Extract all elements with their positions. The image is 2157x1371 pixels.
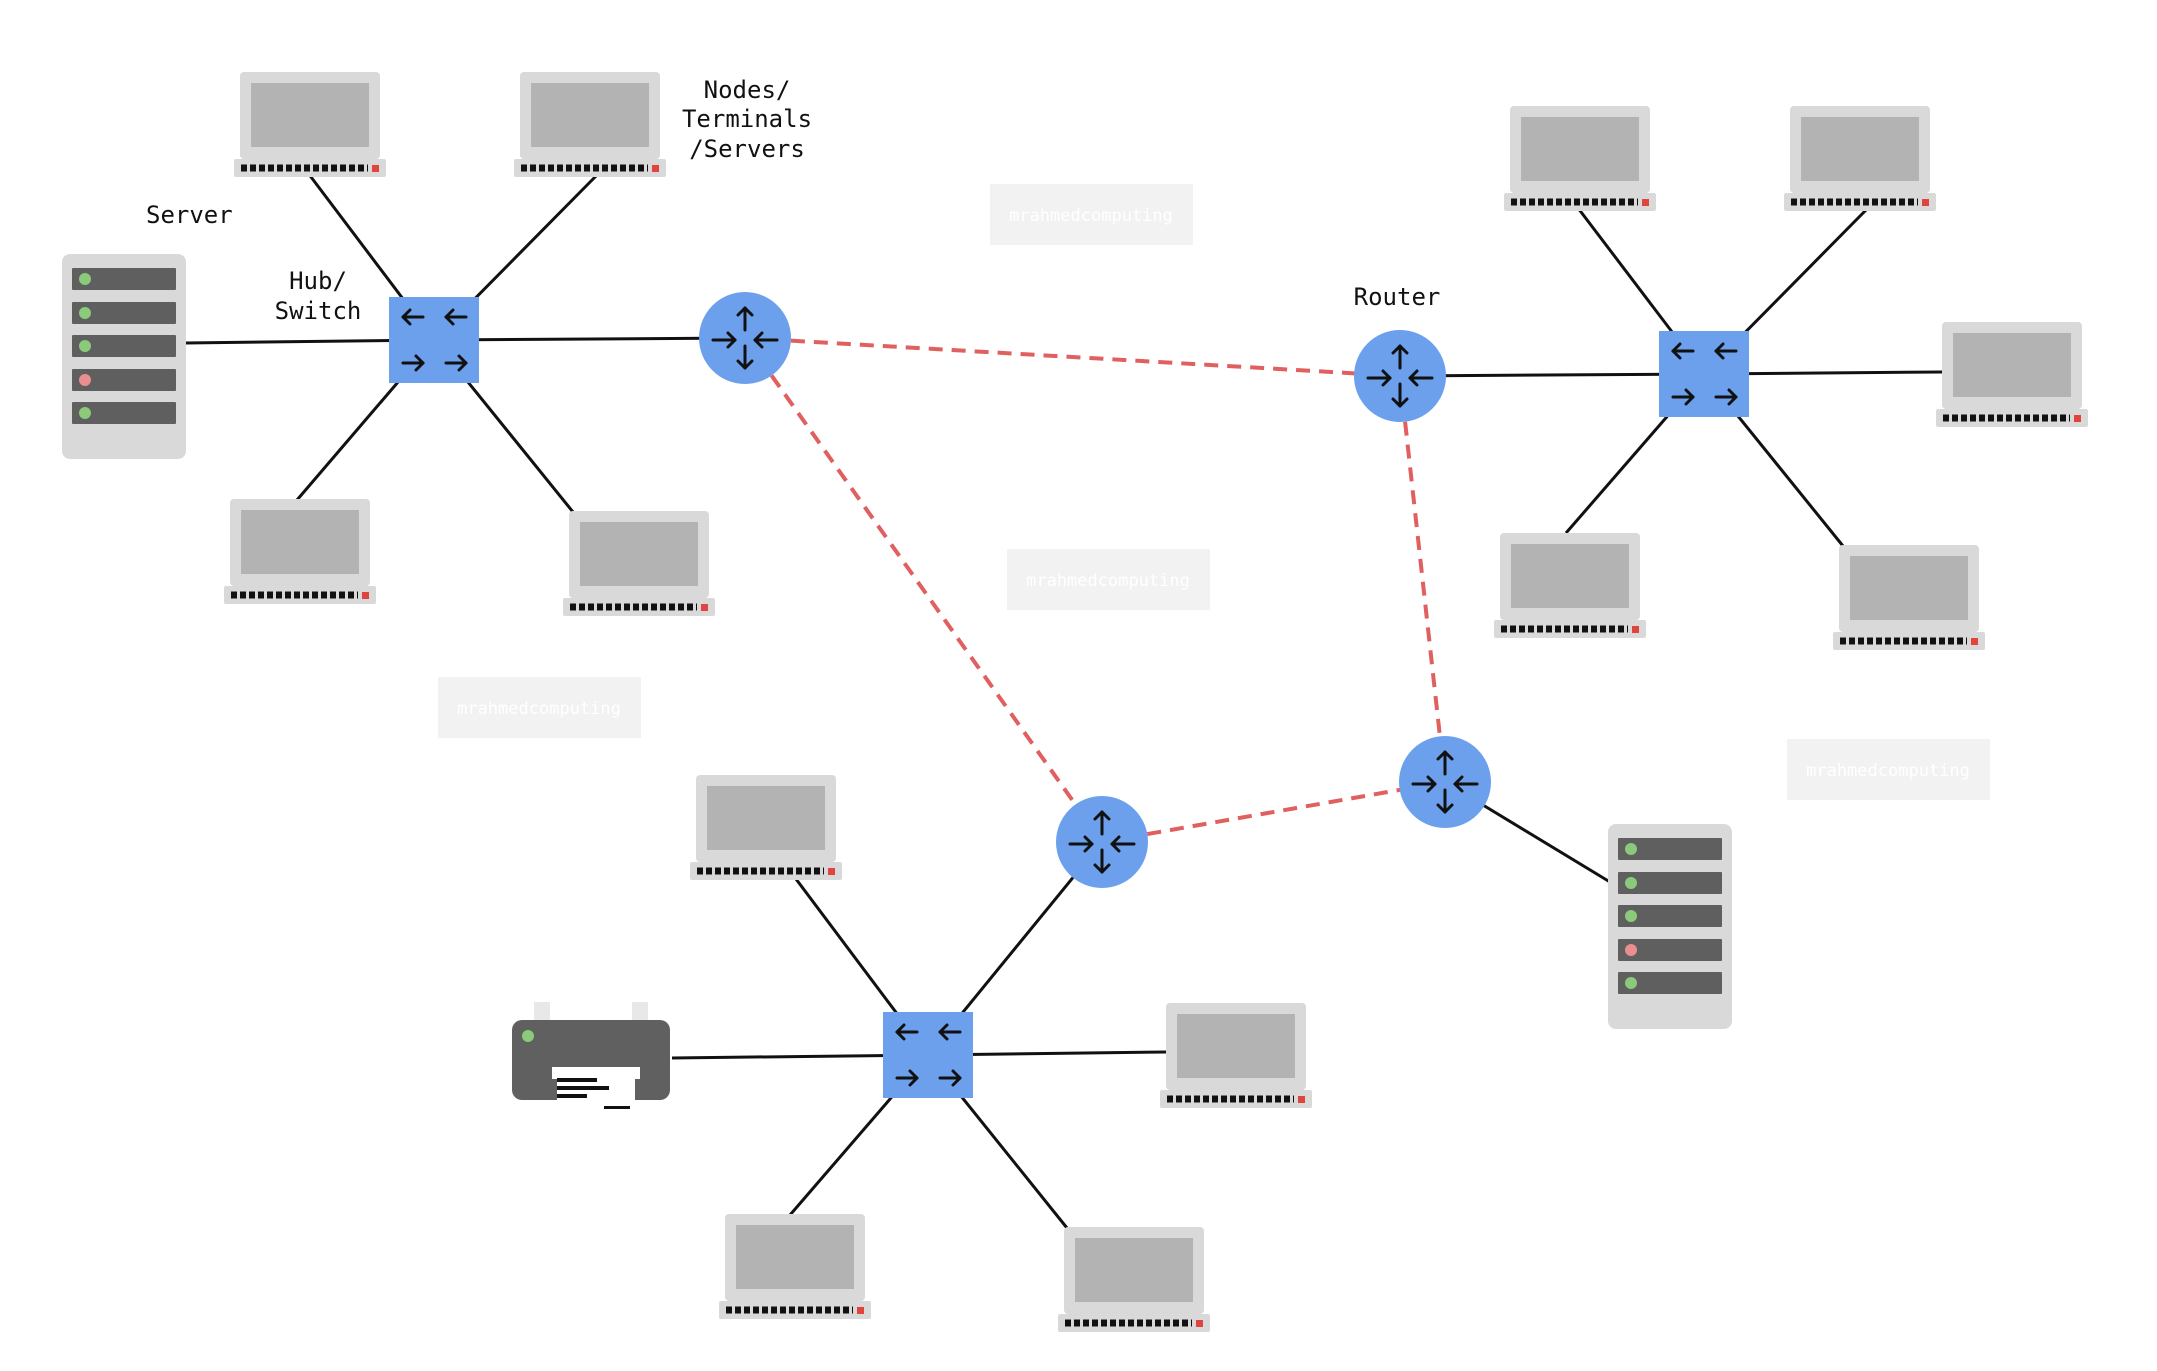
server-label: Server bbox=[146, 201, 233, 229]
laptop-icon bbox=[1784, 106, 1936, 211]
watermark-1: mrahmedcomputing bbox=[990, 184, 1193, 245]
router-icon bbox=[697, 290, 793, 386]
link-sw1-router1 bbox=[433, 336, 746, 342]
laptop-icon bbox=[1833, 545, 1985, 650]
laptop-icon bbox=[234, 72, 386, 177]
server-icon bbox=[62, 254, 186, 459]
laptop-icon bbox=[1504, 106, 1656, 211]
link-sw2-router2 bbox=[1399, 372, 1705, 378]
watermark-4: mrahmedcomputing bbox=[1787, 739, 1990, 800]
laptop-icon bbox=[514, 72, 666, 177]
switch-icon bbox=[1657, 329, 1751, 419]
switch-icon bbox=[387, 295, 481, 385]
laptop-icon bbox=[1058, 1227, 1210, 1332]
nodes-label-line1: Nodes/ bbox=[704, 76, 791, 104]
watermark-text: mrahmedcomputing bbox=[1806, 761, 1970, 781]
watermark-text: mrahmedcomputing bbox=[457, 699, 621, 719]
wan-link-r3-r4 bbox=[1101, 780, 1446, 844]
wan-links bbox=[743, 336, 1447, 844]
watermark-3: mrahmedcomputing bbox=[438, 677, 641, 738]
laptop-icon bbox=[1494, 533, 1646, 638]
printer-icon bbox=[512, 1002, 670, 1110]
nodes-label-line3: /Servers bbox=[689, 135, 805, 163]
laptop-icon bbox=[690, 775, 842, 880]
wan-link-r1-r3 bbox=[743, 336, 1104, 844]
watermark-text: mrahmedcomputing bbox=[1026, 571, 1190, 591]
wan-link-r1-r2 bbox=[744, 336, 1401, 378]
hub-switch-label-line1: Hub/ bbox=[289, 267, 347, 295]
laptop-icon bbox=[224, 499, 376, 604]
router-icon bbox=[1397, 734, 1493, 830]
watermark-2: mrahmedcomputing bbox=[1007, 549, 1210, 610]
router-label: Router bbox=[1354, 283, 1441, 311]
watermark-text: mrahmedcomputing bbox=[1009, 206, 1173, 226]
nodes-label-line2: Terminals bbox=[682, 105, 812, 133]
laptop-icon bbox=[719, 1214, 871, 1319]
router-icon bbox=[1352, 328, 1448, 424]
switch-icon bbox=[881, 1010, 975, 1100]
server-icon bbox=[1608, 824, 1732, 1029]
wan-link-r2-r4 bbox=[1398, 375, 1447, 783]
hub-switch-label-line2: Switch bbox=[275, 297, 362, 325]
laptop-icon bbox=[563, 511, 715, 616]
laptop-icon bbox=[1160, 1003, 1312, 1108]
laptop-icon bbox=[1936, 322, 2088, 427]
router-icon bbox=[1054, 794, 1150, 890]
